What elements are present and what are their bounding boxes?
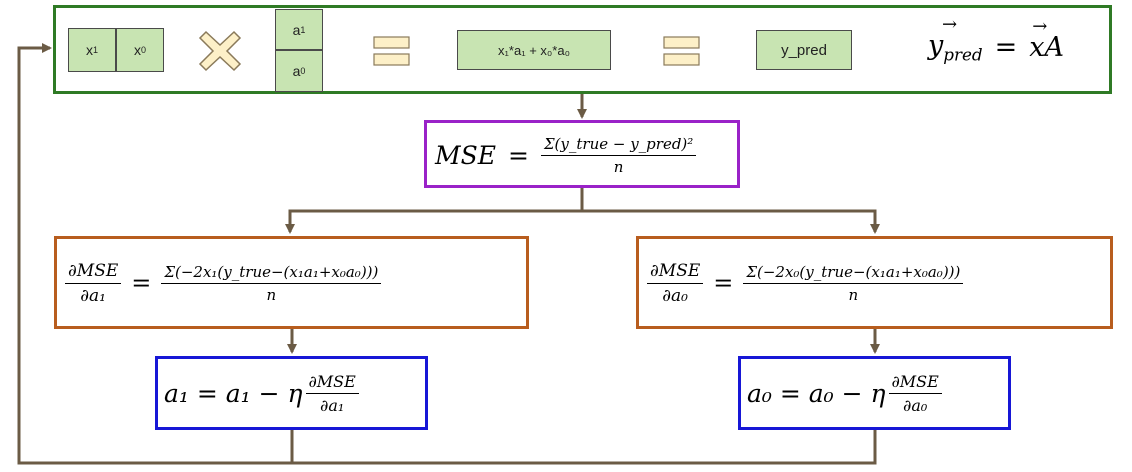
mse-equals: = — [507, 140, 529, 170]
gradient-a0-box: ∂MSE ∂a₀ = Σ(−2x₀(y_true−(x₁a₁+x₀a₀))) n — [636, 236, 1113, 329]
x1-sub: 1 — [92, 45, 98, 55]
gradient-a1-equals: = — [131, 269, 152, 297]
equals-icon-2 — [663, 36, 700, 66]
gradient-a0-lhs-num: ∂MSE — [647, 261, 704, 284]
product-cell: x₁*a₁ + x₀*a₀ — [457, 30, 611, 70]
update-a0-fraction: ∂MSE ∂a₀ — [888, 372, 942, 415]
gradient-a0-formula: ∂MSE ∂a₀ = Σ(−2x₀(y_true−(x₁a₁+x₀a₀))) n — [647, 253, 964, 313]
vector-arrow-icon-x: → — [1032, 15, 1048, 37]
formula-y: y — [928, 30, 944, 61]
mse-denominator: n — [613, 157, 624, 176]
gradient-a0-rhs: Σ(−2x₀(y_true−(x₁a₁+x₀a₀))) n — [743, 263, 964, 304]
gradient-a1-box: ∂MSE ∂a₁ = Σ(−2x₁(y_true−(x₁a₁+x₀a₀))) n — [54, 236, 529, 329]
feedback-loop-return — [17, 43, 292, 465]
x1-label: x — [85, 42, 93, 58]
update-a1-frac-num: ∂MSE — [305, 372, 359, 394]
vector-arrow-icon: → — [942, 14, 958, 35]
update-a0-lhs: a₀ = a₀ − η — [747, 378, 886, 408]
a1-sub: 1 — [300, 24, 306, 35]
equals-icon-1 — [373, 36, 410, 66]
update-a1-lhs: a₁ = a₁ − η — [164, 378, 303, 408]
x0-label: x — [133, 42, 141, 58]
a0-label: a — [292, 63, 301, 79]
connector-mse-split — [285, 188, 584, 234]
gradient-a0-lhs-den: ∂a₀ — [662, 285, 688, 306]
gradient-a0-lhs: ∂MSE ∂a₀ — [647, 261, 704, 306]
update-a0-frac-den: ∂a₀ — [903, 395, 928, 415]
update-a1-frac-den: ∂a₁ — [320, 395, 345, 415]
update-a1-fraction: ∂MSE ∂a₁ — [305, 372, 359, 415]
mse-numerator: Σ(y_true − y_pred)² — [540, 135, 697, 156]
x0-sub: 0 — [140, 45, 146, 55]
feedback-loop — [290, 430, 877, 465]
update-a0-box: a₀ = a₀ − η ∂MSE ∂a₀ — [738, 356, 1011, 430]
y-pred-label: y_pred — [781, 41, 827, 59]
a0-sub: 0 — [300, 66, 306, 76]
update-a1-box: a₁ = a₁ − η ∂MSE ∂a₁ — [155, 356, 428, 430]
formula-xa: xA — [1029, 31, 1064, 63]
mse-fraction: Σ(y_true − y_pred)² n — [540, 135, 697, 176]
product-label: x₁*a₁ + x₀*a₀ — [498, 42, 570, 58]
gradient-a1-rhs: Σ(−2x₁(y_true−(x₁a₁+x₀a₀))) n — [161, 263, 382, 304]
multiply-icon — [198, 30, 242, 72]
gradient-a1-denominator: n — [266, 285, 277, 304]
formula-equals: = — [994, 31, 1018, 63]
gradient-a0-equals: = — [713, 269, 734, 297]
gradient-a1-formula: ∂MSE ∂a₁ = Σ(−2x₁(y_true−(x₁a₁+x₀a₀))) n — [65, 253, 382, 313]
update-a0-formula: a₀ = a₀ − η ∂MSE ∂a₀ — [747, 365, 942, 421]
prediction-formula: → ypred = → xA — [928, 14, 1064, 65]
gradient-a0-denominator: n — [848, 285, 859, 304]
mse-lhs: MSE — [435, 140, 496, 170]
gradient-a1-lhs-den: ∂a₁ — [80, 285, 106, 306]
a1-label: a — [292, 21, 301, 38]
gradient-a1-lhs: ∂MSE ∂a₁ — [65, 261, 122, 306]
update-a1-formula: a₁ = a₁ − η ∂MSE ∂a₁ — [164, 365, 359, 421]
mse-box: MSE = Σ(y_true − y_pred)² n — [424, 120, 740, 188]
update-a0-frac-num: ∂MSE — [888, 372, 942, 394]
gradient-a1-lhs-num: ∂MSE — [65, 261, 122, 284]
gradient-a0-numerator: Σ(−2x₀(y_true−(x₁a₁+x₀a₀))) — [743, 263, 964, 284]
y-pred-cell: y_pred — [756, 30, 852, 70]
mse-formula: MSE = Σ(y_true − y_pred)² n — [435, 129, 697, 181]
connector-mse-split-right — [582, 209, 880, 234]
formula-y-sub: pred — [943, 44, 983, 65]
gradient-a1-numerator: Σ(−2x₁(y_true−(x₁a₁+x₀a₀))) — [161, 263, 382, 284]
